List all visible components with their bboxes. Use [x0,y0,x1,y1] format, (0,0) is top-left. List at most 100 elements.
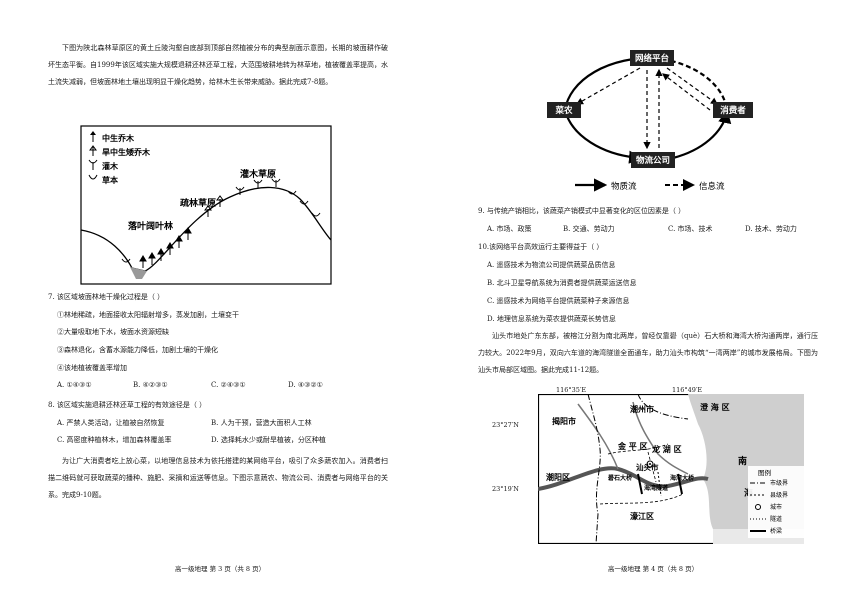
queshi-bridge [637,473,643,495]
q10-option-b[interactable]: B. 北斗卫星导航系统为消费者提供蔬菜运送信息 [487,279,637,287]
city-boundary [587,394,601,544]
node-farmer [547,102,581,118]
question-10-stem: 10.该网络平台高效运行主要得益于（ ） [478,243,604,251]
q9-option-d[interactable]: D. 技术、劳动力 [745,225,797,233]
q7-item: ②大量吸取地下水，坡面水资源短缺 [57,328,169,336]
q8-option-d[interactable]: D. 选择耗水少或耐旱植被，分区种植 [211,436,326,444]
q7-item: ④该地植被覆盖率增加 [57,364,127,372]
node-network-platform [630,50,674,66]
place-haojiang: 濠江区 [630,511,654,521]
passage-11-12: 汕头市地处广东东部，被榕江分割为南北两岸，曾经仅靠礐（què）石大桥和海湾大桥沟… [478,332,818,374]
city-legend-icon [755,504,761,510]
place-chaozhou: 潮州市 [630,404,654,414]
exam-page-3: 下图为陕北森林草原区的黄土丘陵沟壑自底部到顶部自然植被分布的典型剖面示意图，长期… [48,44,388,573]
label-queshi-bridge: 礐石大桥 [608,474,633,482]
map-legend: 图例 市级界 县级界 城市 隧道 桥梁 [748,466,804,538]
exam-page-4: 网络平台 菜农 消费者 物流公司 物质流 信息流 9. 与传统产销相比，该蔬菜产… [430,0,860,595]
supply-chain-diagram: 网络平台 菜农 消费者 物流公司 物质流 信息流 [547,50,753,192]
longitude-label: 116°35′E [556,386,587,394]
river [632,401,689,475]
q10-option-d[interactable]: D. 地理信息系统为菜农提供蔬菜长势信息 [487,315,616,323]
passage-9-10: 为让广大消费者吃上放心菜，以地理信息技术为依托搭建的某网络平台，吸引了众多蔬农加… [48,457,388,499]
legend-item: 隧道 [770,515,782,523]
legend-item: 城市 [770,503,782,511]
shrub-markers [121,178,321,263]
legend-label: 灌木 [102,161,119,171]
q9-option-b[interactable]: B. 交通、劳动力 [563,225,615,233]
question-7-stem: 7. 该区域坡面林地干燥化过程是（ ） [48,293,165,301]
place-longhu: 龙 湖 区 [651,444,682,454]
latitude-label: 23°27′N [492,421,519,429]
longitude-label: 116°49′E [672,386,703,394]
shrub-legend-icon [88,159,98,170]
node-label: 消费者 [720,105,746,116]
bay-tunnel [657,471,662,497]
flow-arrow [654,56,729,111]
rongjiang-river [538,466,709,491]
flow-arrow [563,109,643,164]
node-label: 菜农 [554,105,573,116]
q9-option-a[interactable]: A. 市场、政策 [487,225,532,233]
profile-legend: 中生乔木 旱中生矮乔木 灌木 草本 [88,131,151,185]
node-logistics [631,152,675,168]
label-south: 南 [738,455,747,467]
page-footer: 高一级地理 第 3 页（共 8 页） [175,565,266,573]
vegetation-profile-figure: 中生乔木 旱中生矮乔木 灌木 草本 灌木草 [80,125,332,285]
place-jinping: 金 平 区 [617,441,648,451]
node-label: 物流公司 [636,155,670,166]
legend-label: 中生乔木 [102,133,135,143]
page-footer: 高一级地理 第 4 页（共 8 页） [608,565,699,573]
legend-info-label: 信息流 [699,181,725,192]
q8-option-a[interactable]: A. 严禁人类活动，让植被自然恢复 [57,419,165,427]
place-chaoyang: 潮阳区 [546,472,570,482]
node-label: 网络平台 [635,53,670,64]
q7-option-c[interactable]: C. ②④③① [211,381,246,389]
county-boundary [607,443,669,455]
bay-bridge [677,473,683,495]
gully-bottom [130,267,147,279]
flow-arrow [662,73,711,111]
legend-label: 旱中生矮乔木 [102,147,151,157]
flow-arrow [575,67,641,105]
question-8-stem: 8. 该区域实施退耕还林还草工程的有效途径是（ ） [48,401,207,409]
city-boundary [637,394,689,420]
q9-option-c[interactable]: C. 市场、技术 [668,225,713,233]
q7-option-d[interactable]: D. ④③②① [288,381,323,389]
q8-option-c[interactable]: C. 高密度种植林木，增加森林覆盖率 [57,436,172,444]
legend-item: 市级界 [770,479,788,487]
q10-option-a[interactable]: A. 遥感技术为物流公司提供蔬菜品质信息 [487,261,616,269]
flow-arrow [672,109,732,160]
q7-item: ①林地稀疏，地面接收太阳辐射增多，蒸发加剧，土壤变干 [57,311,239,319]
place-chenghai: 澄 海 区 [700,402,730,412]
label-bay-bridge: 海湾大桥 [670,474,695,482]
flow-arrow [666,67,718,105]
zone-label-shrub-steppe: 灌木草原 [240,168,276,180]
question-9-stem: 9. 与传统产销相比，该蔬菜产销模式中显著变化的区位因素是（ ） [478,207,686,215]
label-bay-tunnel: 海湾隧道 [644,484,668,492]
legend-item: 桥梁 [770,527,782,535]
county-boundary [647,451,657,483]
q8-option-b[interactable]: B. 人为干预，营造大面积人工林 [211,419,312,427]
passage-7-8: 下图为陕北森林草原区的黄土丘陵沟壑自底部到顶部自然植被分布的典型剖面示意图，长期… [48,44,388,86]
zone-label-deciduous-forest: 落叶阔叶林 [128,220,174,232]
place-jieyang: 揭阳市 [552,416,576,426]
q7-option-a[interactable]: A. ①④③① [57,381,92,389]
tree-legend-icon [90,131,96,142]
legend-item: 县级界 [770,491,788,499]
grass-legend-icon [88,174,98,180]
q7-option-b[interactable]: B. ④②③① [133,381,168,389]
latitude-label: 23°19′N [492,485,519,493]
small-tree-legend-icon [89,145,97,156]
tree-markers [139,227,192,268]
node-consumer [713,102,753,118]
legend-title: 图例 [758,468,771,477]
q7-item: ③森林退化，含蓄水源能力降低，加剧土壤的干燥化 [57,346,218,354]
place-shantou: 汕头市 [636,462,659,472]
river [577,403,619,470]
legend-material-label: 物质流 [611,181,637,192]
q10-option-c[interactable]: C. 遥感技术为网络平台提供蔬菜种子来源信息 [487,297,630,305]
zone-label-sparse-forest-steppe: 疏林草原 [180,197,216,209]
legend-label: 草本 [102,175,118,185]
terrain-profile-line [80,186,332,272]
county-boundary [599,493,684,505]
